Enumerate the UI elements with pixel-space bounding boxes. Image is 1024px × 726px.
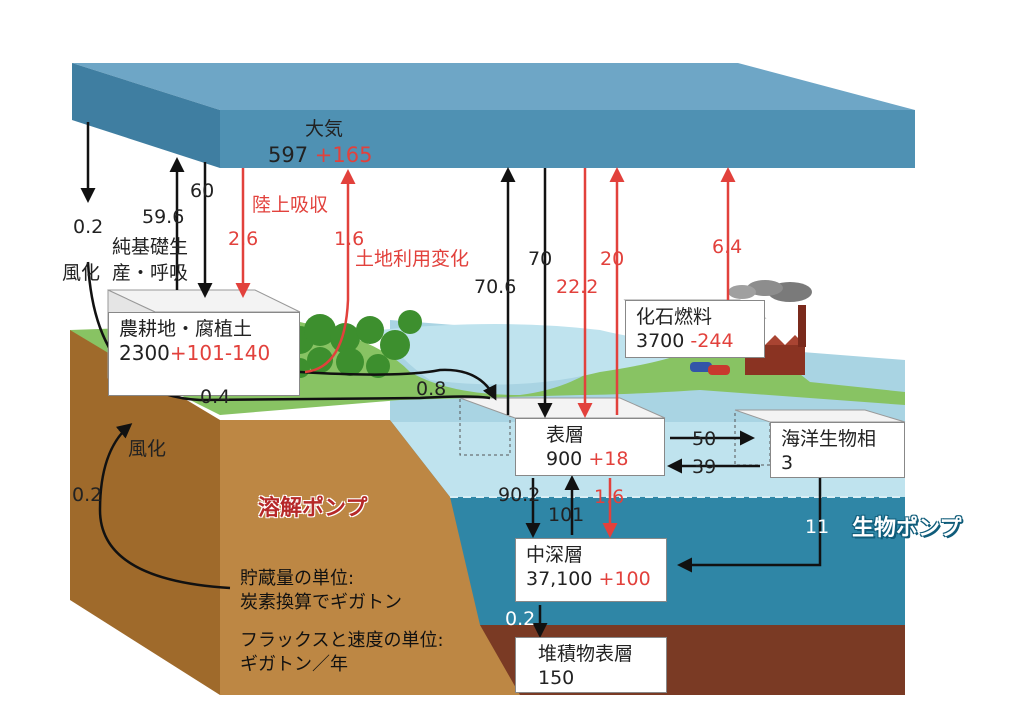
unit-flux-1: フラックスと速度の単位: — [240, 630, 444, 651]
sediment-box: 堆積物表層 150 — [515, 637, 667, 693]
unit-storage-2: 炭素換算でギガトン — [240, 592, 402, 613]
flow-land-uptake-label: 陸上吸収 — [252, 194, 329, 216]
surface-box-name: 表層 — [546, 424, 585, 446]
surface-box-shadow — [459, 397, 511, 456]
surface-box-change: +18 — [588, 448, 629, 470]
surface-box: 表層 900 +18 — [515, 418, 665, 476]
unit-flux-2: ギガトン／年 — [240, 654, 348, 675]
atmosphere-front — [220, 110, 915, 168]
flow-weathering-rock: 0.2 — [72, 484, 103, 506]
flow-weathering-atm: 0.2 — [73, 216, 104, 238]
sediment-box-value: 150 — [538, 667, 575, 689]
flow-npp-label-2: 産・呼吸 — [112, 262, 189, 284]
marine-box-name: 海洋生物相 — [781, 428, 877, 450]
soil-front-face — [70, 330, 220, 695]
flow-sediment: 0.2 — [505, 608, 536, 630]
flow-bio-sink: 11 — [805, 516, 830, 538]
solubility-pump-label: 溶解ポンプ — [258, 496, 368, 521]
flow-npp: 59.6 — [142, 206, 185, 228]
river-water — [380, 324, 700, 385]
flow-weathering-atm-label: 風化 — [62, 262, 101, 284]
mid-box-change: +100 — [598, 568, 651, 590]
anthropogenic-flow-arrows — [235, 167, 736, 538]
land-box-name: 農耕地・腐植土 — [119, 318, 253, 340]
flow-upwell: 101 — [548, 504, 585, 526]
surface-box-value: 900 — [546, 448, 583, 470]
unit-storage-1: 貯蔵量の単位: — [240, 568, 355, 589]
atmosphere-left — [72, 63, 220, 168]
flow-anthro-down: 1.6 — [594, 486, 625, 508]
marine-box: 海洋生物相 3 — [770, 422, 905, 478]
flow-npp-label-1: 純基礎生 — [112, 236, 189, 258]
natural-flow-arrows — [80, 122, 822, 638]
flow-fossil-emission: 6.4 — [712, 236, 743, 258]
mid-box-name: 中深層 — [526, 544, 584, 566]
flow-land-use: 1.6 — [334, 228, 365, 250]
atmosphere-name: 大気 — [305, 118, 344, 140]
fossil-box-values: 3700 -244 — [636, 329, 764, 353]
flow-ocean-anthro-out: 20 — [600, 248, 625, 270]
flow-land-uptake: 2.6 — [228, 228, 259, 250]
atmosphere-value-group: 597 +165 — [268, 144, 372, 166]
flow-to-marine: 50 — [692, 428, 717, 450]
mid-box: 中深層 37,100 +100 — [515, 538, 667, 602]
flow-weathering-rock-label: 風化 — [128, 438, 167, 460]
land-box: 農耕地・腐植土 2300+101-140 — [108, 312, 300, 396]
land-box-change-up: +101 — [169, 341, 225, 365]
mid-box-value: 37,100 — [526, 568, 593, 590]
soil-side-face — [220, 420, 520, 695]
marine-box-top — [734, 409, 906, 423]
sediment-box-name: 堆積物表層 — [538, 643, 634, 665]
fossil-box-name: 化石燃料 — [636, 306, 713, 328]
biological-pump-label: 生物ポンプ — [852, 516, 962, 541]
land-box-value: 2300 — [119, 341, 170, 365]
land-box-change-down: -140 — [224, 341, 271, 365]
fossil-box-change: -244 — [690, 330, 734, 352]
flow-ocean-out: 70.6 — [474, 276, 517, 298]
flow-from-marine: 39 — [692, 456, 717, 478]
surface-box-values: 900 +18 — [526, 447, 664, 471]
flow-runoff-land: 0.4 — [200, 386, 231, 408]
atmosphere-value: 597 — [268, 143, 309, 167]
cars — [690, 362, 730, 375]
atmosphere-change: +165 — [314, 143, 373, 167]
land-box-values: 2300+101-140 — [119, 341, 299, 365]
mid-box-values: 37,100 +100 — [526, 567, 666, 591]
flow-downwell: 90.2 — [498, 484, 541, 506]
fossil-box: 化石燃料 3700 -244 — [625, 300, 765, 358]
flow-runoff-river: 0.8 — [416, 378, 447, 400]
atmosphere-top — [72, 63, 915, 110]
flow-ocean-in: 70 — [528, 248, 553, 270]
flow-land-use-label: 土地利用変化 — [355, 248, 470, 270]
flow-ocean-anthro-in: 22.2 — [556, 276, 599, 298]
flow-respiration: 60 — [190, 180, 215, 202]
marine-box-value: 3 — [781, 452, 794, 474]
surface-box-top — [459, 397, 666, 419]
fossil-box-value: 3700 — [636, 330, 685, 352]
